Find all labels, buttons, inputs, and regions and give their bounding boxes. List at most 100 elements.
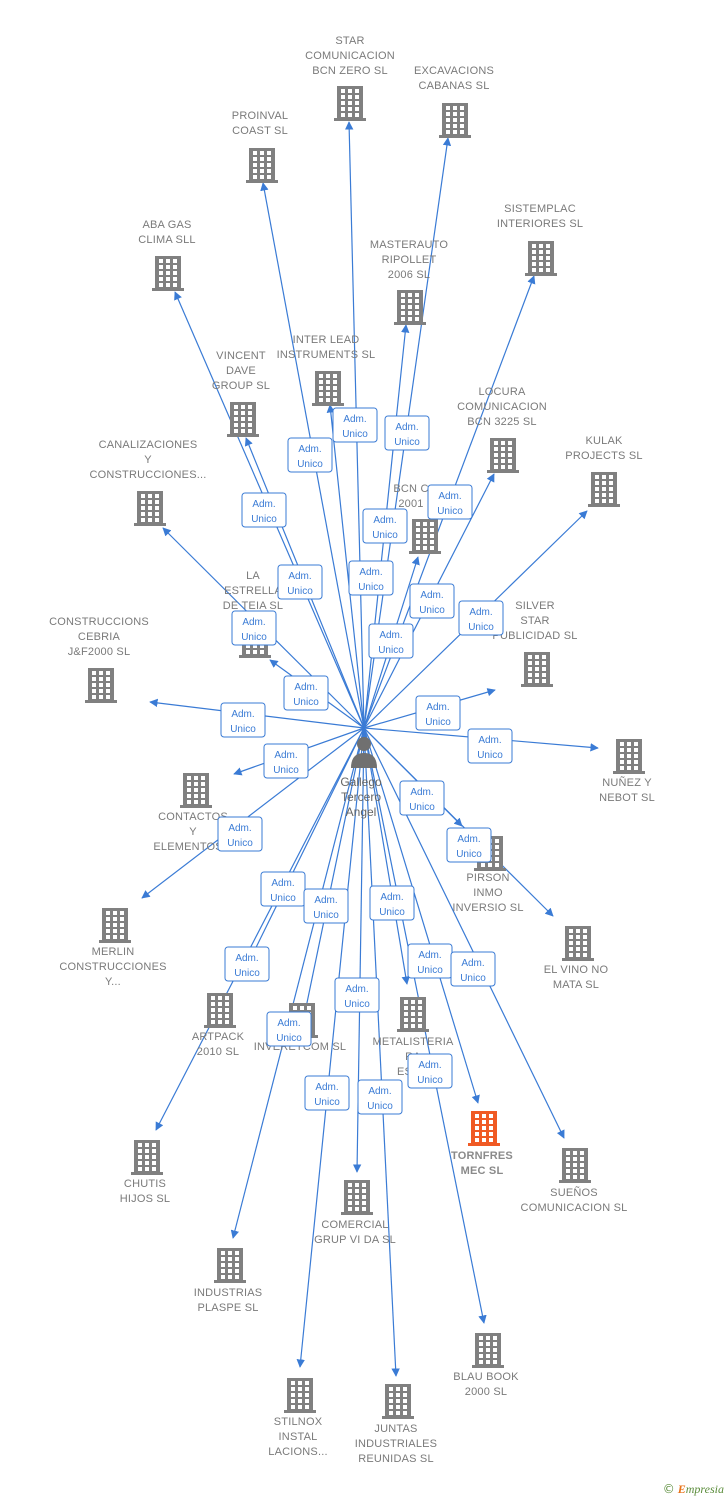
company-name-line: EL VINO NO — [544, 964, 609, 976]
company-name-line: INVERSIO SL — [452, 902, 523, 914]
edge-label-text: Unico — [344, 999, 370, 1010]
edge-label-text: Adm. — [457, 834, 480, 845]
building-icon — [409, 519, 441, 554]
edge-label-box — [446, 827, 492, 863]
edge-label-merlin: Adm.Unico — [217, 816, 263, 852]
edge-label-box — [263, 743, 309, 779]
edge-label-text: Unico — [378, 645, 404, 656]
edge-label-text: Unico — [372, 530, 398, 541]
company-name-line: PIRSON — [466, 872, 509, 884]
edge-label-text: Adm. — [461, 958, 484, 969]
company-name-line: MATA SL — [553, 979, 599, 991]
company-name-line: ESTRELLA — [224, 585, 282, 597]
company-name-line: COMUNICACION — [305, 50, 395, 62]
company-name-line: CONSTRUCCIONES... — [89, 469, 206, 481]
building-icon — [525, 241, 557, 276]
edge-label-text: Unico — [460, 973, 486, 984]
edge-label-text: Adm. — [395, 422, 418, 433]
company-name-line: J&F2000 SL — [68, 646, 131, 658]
edge-label-stilnox: Adm.Unico — [304, 1075, 350, 1111]
company-name-line: INTER LEAD — [293, 334, 360, 346]
company-name-line: BCN C — [393, 483, 428, 495]
company-name-line: 2001 — [398, 498, 423, 510]
copyright-icon: © — [662, 1482, 675, 1496]
edge-label-box — [231, 610, 277, 646]
edge-label-box — [304, 1075, 350, 1111]
company-name-line: KULAK — [585, 435, 623, 447]
company-name-line: 2010 SL — [197, 1046, 239, 1058]
edge-label-elvino: Adm.Unico — [446, 827, 492, 863]
edge-label-text: Adm. — [274, 750, 297, 761]
edge-label-text: Unico — [273, 765, 299, 776]
edge-label-text: Unico — [417, 1075, 443, 1086]
edge-label-text: Adm. — [315, 1082, 338, 1093]
edge-label-text: Adm. — [242, 617, 265, 628]
person-icon — [351, 737, 377, 768]
building-icon — [334, 86, 366, 121]
company-name-line: Y — [144, 454, 152, 466]
edge-label-text: Adm. — [314, 895, 337, 906]
company-name-line: Y — [189, 826, 197, 838]
edge-label-abagas: Adm.Unico — [241, 492, 287, 528]
edge-label-text: Adm. — [373, 515, 396, 526]
edge-label-box — [357, 1079, 403, 1115]
edge-label-excavaciones: Adm.Unico — [384, 415, 430, 451]
edge-label-text: Adm. — [418, 950, 441, 961]
company-name-line: JUNTAS — [374, 1423, 417, 1435]
empresia-brand[interactable]: © Empresia — [663, 1482, 724, 1497]
edge-label-text: Unico — [437, 506, 463, 517]
edge-label-text: Adm. — [298, 444, 321, 455]
company-name-line: INTERIORES SL — [497, 218, 583, 230]
company-name-line: VINCENT — [216, 350, 266, 362]
edge-label-text: Unico — [241, 632, 267, 643]
edge-label-text: Unico — [425, 717, 451, 728]
edge-label-text: Unico — [287, 586, 313, 597]
edge-label-text: Unico — [230, 724, 256, 735]
company-node-elvino[interactable]: EL VINO NO MATA SL — [544, 926, 609, 991]
edge-label-text: Adm. — [478, 735, 501, 746]
company-node-bcnc[interactable]: BCN C 2001 — [393, 483, 441, 554]
company-name-line: CABANAS SL — [418, 80, 489, 92]
building-icon — [227, 402, 259, 437]
edge-label-blaubook: Adm.Unico — [407, 1053, 453, 1089]
edge-label-text: Adm. — [288, 571, 311, 582]
